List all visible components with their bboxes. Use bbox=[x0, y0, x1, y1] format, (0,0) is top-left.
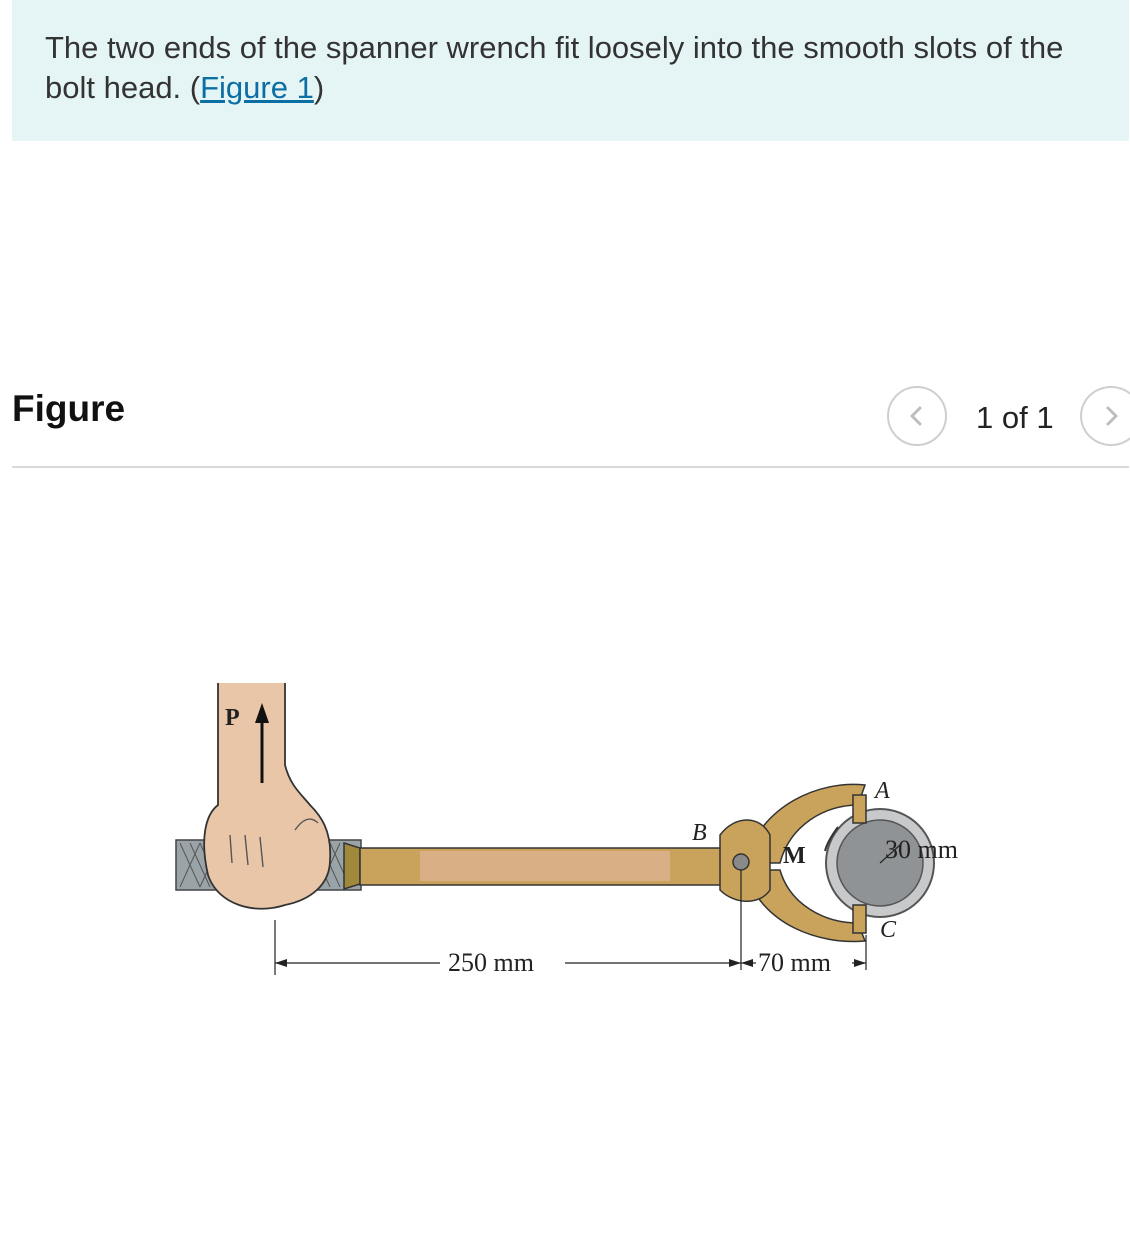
handle-highlight bbox=[420, 851, 670, 881]
hand bbox=[203, 683, 332, 910]
figure-link[interactable]: Figure 1 bbox=[200, 70, 314, 105]
dim-arrow-250-left bbox=[275, 959, 287, 967]
label-c: C bbox=[880, 917, 897, 943]
chevron-right-icon bbox=[1106, 406, 1118, 426]
dim-label-30: 30 mm bbox=[885, 835, 958, 864]
next-figure-button[interactable] bbox=[1080, 386, 1130, 446]
dim-label-250: 250 mm bbox=[448, 948, 534, 977]
label-a: A bbox=[873, 778, 890, 804]
pin-b bbox=[732, 853, 750, 871]
page-counter: 1 of 1 bbox=[976, 400, 1054, 435]
force-arrowhead-p bbox=[255, 703, 269, 723]
label-m: M bbox=[783, 843, 806, 869]
problem-text: The two ends of the spanner wrench fit l… bbox=[45, 28, 1109, 108]
jaw-c bbox=[852, 904, 867, 934]
dim-arrow-250-right bbox=[729, 959, 741, 967]
wrench-lower-arm bbox=[744, 869, 867, 943]
problem-statement: The two ends of the spanner wrench fit l… bbox=[12, 0, 1129, 141]
figure-image: P B M A C 30 mm 250 mm 70 mm bbox=[160, 665, 1000, 995]
previous-figure-button[interactable] bbox=[887, 386, 947, 446]
problem-text-end: ) bbox=[313, 70, 325, 105]
figure-title: Figure bbox=[12, 388, 126, 429]
dim-arrow-70-left bbox=[741, 959, 753, 967]
moment-arrow bbox=[824, 826, 839, 852]
wrench-upper-arm bbox=[744, 783, 867, 864]
chevron-left-icon bbox=[910, 406, 922, 426]
jaw-a bbox=[852, 794, 867, 824]
dim-label-70: 70 mm bbox=[758, 948, 831, 977]
label-p: P bbox=[225, 705, 240, 731]
problem-text-body: The two ends of the spanner wrench fit l… bbox=[45, 30, 1064, 105]
spanner-wrench-diagram: P B M A C 30 mm 250 mm 70 mm bbox=[175, 683, 958, 977]
label-b: B bbox=[692, 820, 707, 846]
dim-arrow-70-right bbox=[854, 959, 866, 967]
radius-line bbox=[879, 844, 901, 864]
grip-ferrule bbox=[343, 841, 361, 891]
figure-header: Figure 1 of 1 bbox=[12, 380, 1130, 468]
hand-fingers bbox=[229, 818, 319, 868]
